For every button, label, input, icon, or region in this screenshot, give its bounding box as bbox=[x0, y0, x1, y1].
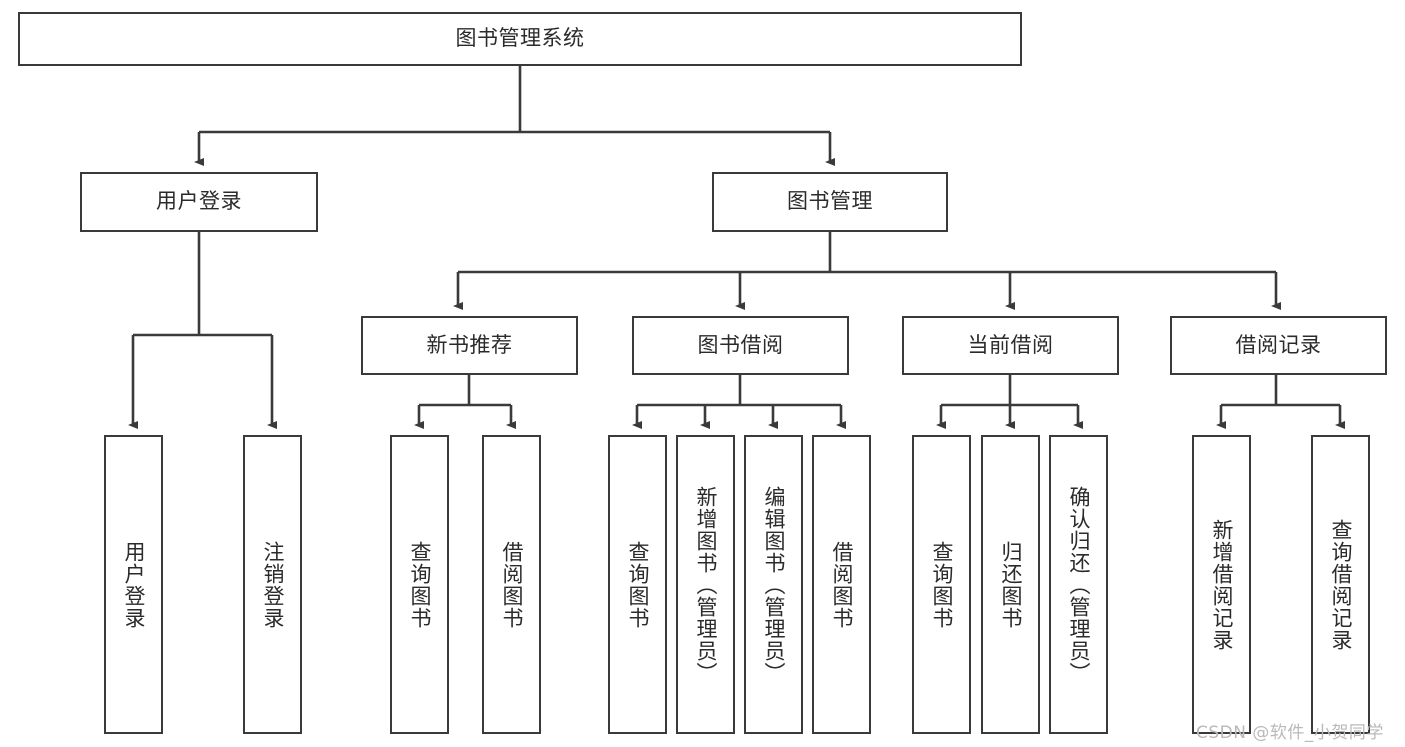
leaf-edit-book-admin[interactable]: 编辑图书（管理员） bbox=[744, 435, 803, 734]
node-label: 借阅记录 bbox=[1235, 332, 1322, 357]
node-root-book-management-system[interactable]: 图书管理系统 bbox=[18, 12, 1022, 66]
node-label: 注销登录 bbox=[260, 540, 285, 629]
node-label: 新增借阅记录 bbox=[1209, 518, 1234, 651]
node-label: 借阅图书 bbox=[829, 540, 854, 629]
node-label: 图书管理 bbox=[787, 189, 873, 214]
node-label: 归还图书 bbox=[998, 540, 1023, 629]
node-label: 查询图书 bbox=[929, 540, 954, 629]
leaf-query-book-current[interactable]: 查询图书 bbox=[912, 435, 971, 734]
leaf-confirm-return-admin[interactable]: 确认归还（管理员） bbox=[1049, 435, 1108, 734]
node-label: 新书推荐 bbox=[426, 332, 513, 357]
leaf-logout-login[interactable]: 注销登录 bbox=[243, 435, 302, 734]
node-label: 借阅图书 bbox=[499, 540, 524, 629]
node-new-book-recommend[interactable]: 新书推荐 bbox=[361, 316, 578, 375]
node-label: 编辑图书（管理员） bbox=[761, 485, 786, 684]
node-label: 图书借阅 bbox=[697, 332, 784, 357]
node-book-management[interactable]: 图书管理 bbox=[712, 172, 948, 232]
node-label: 确认归还（管理员） bbox=[1066, 485, 1091, 684]
node-user-login[interactable]: 用户登录 bbox=[80, 172, 318, 232]
node-label: 新增图书（管理员） bbox=[693, 485, 718, 684]
node-label: 用户登录 bbox=[156, 189, 242, 214]
node-label: 当前借阅 bbox=[967, 332, 1054, 357]
leaf-add-borrow-record[interactable]: 新增借阅记录 bbox=[1192, 435, 1251, 734]
node-label: 用户登录 bbox=[121, 540, 146, 629]
leaf-query-borrow-record[interactable]: 查询借阅记录 bbox=[1311, 435, 1370, 734]
leaf-user-login[interactable]: 用户登录 bbox=[104, 435, 163, 734]
node-book-borrow[interactable]: 图书借阅 bbox=[632, 316, 849, 375]
csdn-watermark: CSDN @软件_小贺同学 bbox=[1196, 723, 1384, 743]
node-label: 查询图书 bbox=[407, 540, 432, 629]
leaf-query-book-recommend[interactable]: 查询图书 bbox=[390, 435, 449, 734]
node-current-borrow[interactable]: 当前借阅 bbox=[902, 316, 1119, 375]
leaf-borrow-book[interactable]: 借阅图书 bbox=[812, 435, 871, 734]
leaf-query-book-borrow[interactable]: 查询图书 bbox=[608, 435, 667, 734]
leaf-add-book-admin[interactable]: 新增图书（管理员） bbox=[676, 435, 735, 734]
node-borrow-record[interactable]: 借阅记录 bbox=[1170, 316, 1387, 375]
node-label: 图书管理系统 bbox=[455, 26, 585, 51]
node-label: 查询借阅记录 bbox=[1328, 518, 1353, 651]
leaf-borrow-book-recommend[interactable]: 借阅图书 bbox=[482, 435, 541, 734]
node-label: 查询图书 bbox=[625, 540, 650, 629]
leaf-return-book[interactable]: 归还图书 bbox=[981, 435, 1040, 734]
